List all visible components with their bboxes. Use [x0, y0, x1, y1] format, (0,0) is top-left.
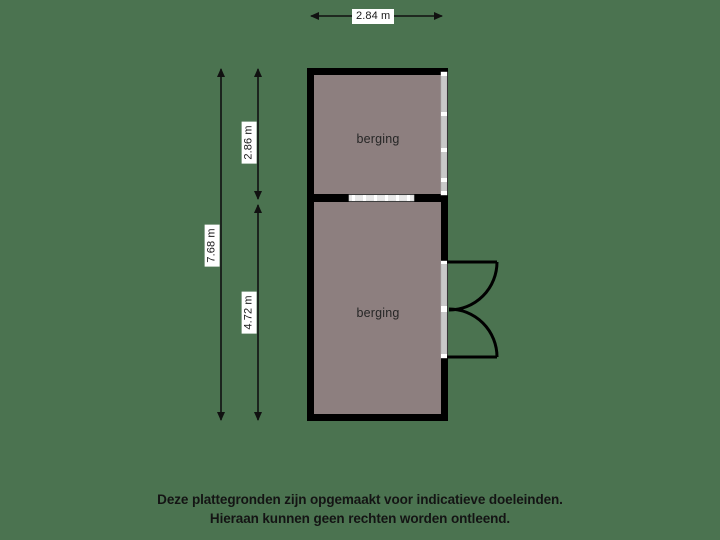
disclaimer: Deze plattegronden zijn opgemaakt voor i…: [0, 490, 720, 528]
dimension-label-width-total: 2.84 m: [352, 9, 395, 24]
dimension-lines: [217, 12, 443, 421]
interior-opening: [348, 194, 415, 202]
disclaimer-line-2: Hieraan kunnen geen rechten worden ontle…: [209, 511, 511, 526]
room-label-upper: berging: [356, 132, 400, 146]
dimension-label-height-lower: 4.72 m: [241, 291, 257, 334]
dimension-height-total: [217, 68, 225, 421]
dimension-label-height-total: 7.68 m: [204, 224, 220, 267]
double-door: [440, 260, 499, 359]
dimension-label-height-upper: 2.86 m: [241, 121, 257, 164]
disclaimer-line-1: Deze plattegronden zijn opgemaakt voor i…: [157, 492, 563, 507]
dimension-height-upper: [254, 68, 262, 200]
dimension-height-lower: [254, 204, 262, 421]
window: [440, 71, 448, 196]
room-label-lower: berging: [356, 306, 400, 320]
room-upper-floor: [314, 75, 441, 194]
room-lower-floor: [314, 202, 441, 414]
building-shell: [307, 68, 448, 421]
